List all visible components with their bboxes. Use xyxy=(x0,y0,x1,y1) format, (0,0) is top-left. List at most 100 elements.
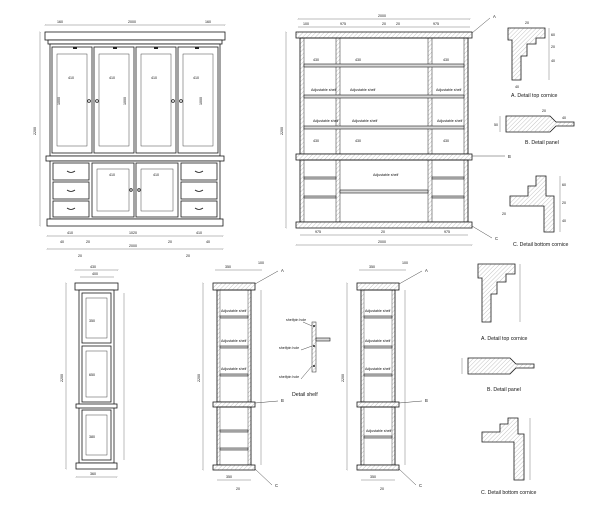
svg-text:60: 60 xyxy=(551,33,555,37)
svg-text:410: 410 xyxy=(109,76,115,80)
svg-text:C: C xyxy=(419,483,422,488)
svg-text:A: A xyxy=(425,268,428,273)
svg-text:20: 20 xyxy=(562,201,566,205)
shelfpin-hole-label: shelfpin hole xyxy=(286,318,306,322)
mid-molding xyxy=(45,155,225,162)
svg-text:975: 975 xyxy=(444,230,450,234)
svg-text:20: 20 xyxy=(502,212,506,216)
svg-text:20: 20 xyxy=(86,240,90,244)
svg-text:1000: 1000 xyxy=(199,97,203,105)
svg-text:Adjustable shelf: Adjustable shelf xyxy=(221,367,246,371)
svg-text:410: 410 xyxy=(68,76,74,80)
svg-text:430: 430 xyxy=(443,58,449,62)
knob-icon xyxy=(179,99,183,103)
section-elevation: 2000 100 975 20 20 975 430 430 430 Adjus… xyxy=(280,14,511,245)
dim-top-left: 160 xyxy=(57,20,63,24)
top-cornice xyxy=(44,31,226,41)
detail-panel-b-2: B. Detail panel xyxy=(461,357,535,393)
svg-text:975: 975 xyxy=(340,22,346,26)
handle-icon xyxy=(194,207,204,210)
detail-shelf: shelfpin hole shelfpin hole shelfpin hol… xyxy=(279,318,331,398)
svg-text:shelfpin hole: shelfpin hole xyxy=(279,375,299,379)
svg-text:40: 40 xyxy=(515,85,519,89)
side-panel-top xyxy=(81,292,112,344)
svg-text:Adjustable shelf: Adjustable shelf xyxy=(313,119,338,123)
svg-text:2200: 2200 xyxy=(197,374,201,382)
dim-section-top-total: 2000 xyxy=(378,14,386,18)
right-drawers xyxy=(180,162,218,218)
svg-text:430: 430 xyxy=(313,139,319,143)
svg-text:Adjustable shelf: Adjustable shelf xyxy=(365,339,390,343)
svg-text:Adjustable shelf: Adjustable shelf xyxy=(350,88,375,92)
svg-text:430: 430 xyxy=(355,139,361,143)
svg-text:350: 350 xyxy=(370,475,376,479)
bay-height: 430 xyxy=(313,58,319,62)
side-section-1: 350 100 Adjustable shelf Adjustable shel… xyxy=(197,261,284,491)
dim-height: 2200 xyxy=(33,127,37,135)
caption-detail-top-cornice: A. Detail top cornice xyxy=(511,93,558,99)
marker-b: B xyxy=(508,154,511,159)
lower-doors xyxy=(91,162,179,218)
section-shelves xyxy=(303,63,465,130)
svg-text:410: 410 xyxy=(153,173,159,177)
svg-text:410: 410 xyxy=(196,231,202,235)
svg-text:100: 100 xyxy=(258,261,264,265)
svg-text:Adjustable shelf: Adjustable shelf xyxy=(436,88,461,92)
svg-text:20: 20 xyxy=(551,45,555,49)
svg-text:20: 20 xyxy=(382,22,386,26)
svg-text:Adjustable shelf: Adjustable shelf xyxy=(352,119,377,123)
marker-a: A xyxy=(493,14,496,19)
caption-detail-bottom-cornice: C. Detail bottom cornice xyxy=(513,242,568,248)
svg-text:40: 40 xyxy=(562,219,566,223)
svg-text:380: 380 xyxy=(89,435,95,439)
marker-c: C xyxy=(495,236,498,241)
detail-top-cornice-a-2: A. Detail top cornice xyxy=(477,263,528,342)
shelfpin-hole-icon xyxy=(313,365,315,367)
shelfpin-hole-icon xyxy=(313,325,315,327)
svg-text:1020: 1020 xyxy=(129,231,137,235)
svg-text:50: 50 xyxy=(494,123,498,127)
handle-icon xyxy=(66,170,76,173)
detail-top-cornice-a: 60 20 40 20 40 A. Detail top cornice xyxy=(507,21,558,99)
svg-text:B. Detail panel: B. Detail panel xyxy=(487,387,521,393)
dim-top-right: 160 xyxy=(205,20,211,24)
svg-text:430: 430 xyxy=(90,265,96,269)
svg-text:C: C xyxy=(275,483,278,488)
detail-panel-b: 50 20 40 B. Detail panel xyxy=(494,109,575,146)
svg-text:Adjustable shelf: Adjustable shelf xyxy=(437,119,462,123)
handle-icon xyxy=(194,189,204,192)
svg-text:shelfpin hole: shelfpin hole xyxy=(279,346,299,350)
svg-text:20: 20 xyxy=(525,21,529,25)
caption-detail-panel: B. Detail panel xyxy=(525,140,559,146)
svg-text:Adjustable shelf: Adjustable shelf xyxy=(365,309,390,313)
svg-text:100: 100 xyxy=(402,261,408,265)
detail-bottom-cornice-c: 60 20 40 20 C. Detail bottom cornice xyxy=(502,175,568,248)
svg-text:2200: 2200 xyxy=(60,374,64,382)
adjustable-shelf-label: Adjustable shelf xyxy=(311,88,336,92)
svg-text:975: 975 xyxy=(433,22,439,26)
svg-text:Adjustable shelf: Adjustable shelf xyxy=(373,173,398,177)
svg-text:20: 20 xyxy=(186,254,190,258)
svg-text:350: 350 xyxy=(89,319,95,323)
svg-text:400: 400 xyxy=(92,272,98,276)
svg-text:20: 20 xyxy=(78,254,82,258)
svg-text:40: 40 xyxy=(206,240,210,244)
svg-text:A: A xyxy=(281,268,284,273)
side-panel-door xyxy=(81,409,112,461)
svg-text:975: 975 xyxy=(315,230,321,234)
svg-text:C. Detail bottom cornice: C. Detail bottom cornice xyxy=(481,490,536,496)
cornice-band xyxy=(47,39,223,45)
svg-text:650: 650 xyxy=(89,373,95,377)
svg-text:40: 40 xyxy=(60,240,64,244)
svg-text:20: 20 xyxy=(396,22,400,26)
handle-icon xyxy=(194,170,204,173)
knob-icon xyxy=(87,99,91,103)
svg-text:A. Detail top cornice: A. Detail top cornice xyxy=(481,336,528,342)
svg-text:40: 40 xyxy=(551,59,555,63)
svg-text:410: 410 xyxy=(67,231,73,235)
svg-text:410: 410 xyxy=(193,76,199,80)
svg-text:100: 100 xyxy=(303,22,309,26)
svg-text:360: 360 xyxy=(90,472,96,476)
svg-text:20: 20 xyxy=(236,487,240,491)
